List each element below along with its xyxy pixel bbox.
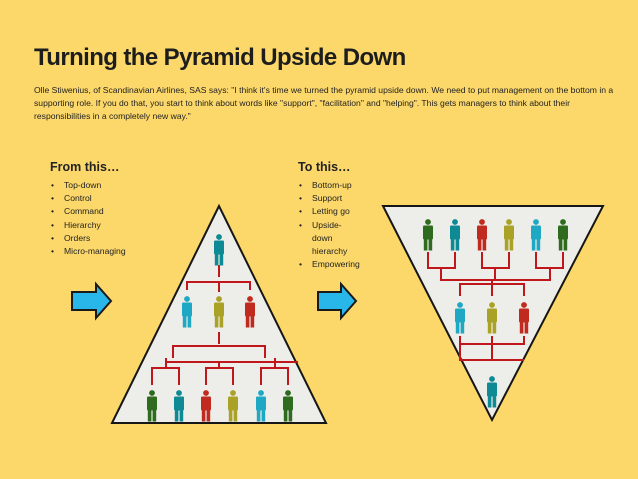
to-item: Support	[298, 192, 360, 205]
from-item: Orders	[50, 232, 126, 245]
from-item: Control	[50, 192, 126, 205]
hierarchy-connectors-inverted	[427, 252, 564, 361]
from-item: Top-down	[50, 179, 126, 192]
to-item: Bottom-up	[298, 179, 360, 192]
from-item: Hierarchy	[50, 219, 126, 232]
from-list: Top-downControlCommandHierarchyOrdersMic…	[50, 179, 126, 258]
to-item: Letting go	[298, 205, 360, 218]
right-arrow-icon	[71, 281, 113, 321]
hierarchy-connectors	[151, 265, 298, 385]
from-item: Micro-managing	[50, 245, 126, 258]
from-item: Command	[50, 205, 126, 218]
page-title: Turning the Pyramid Upside Down	[34, 44, 406, 71]
to-heading: To this…	[298, 160, 351, 174]
quote-text: Olle Stiwenius, of Scandinavian Airlines…	[34, 85, 614, 121]
from-heading: From this…	[50, 160, 120, 174]
right-arrow-icon	[317, 281, 358, 321]
to-item: Upside- down hierarchy	[298, 219, 360, 259]
to-item: Empowering	[298, 258, 360, 271]
to-list: Bottom-upSupportLetting goUpside- down h…	[298, 179, 360, 272]
